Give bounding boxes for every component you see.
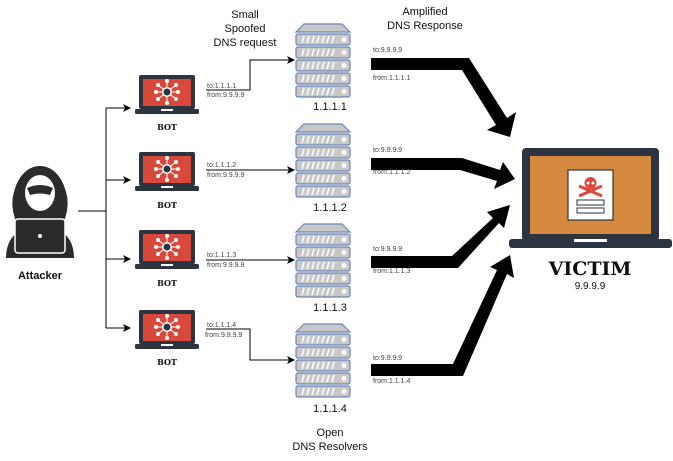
victim-laptop-icon [509, 148, 672, 248]
bot-label: BOT [157, 357, 177, 367]
bot-1 [134, 74, 200, 115]
bot-2 [134, 151, 200, 192]
dns-server-4 [296, 324, 350, 397]
dns-server-2 [296, 124, 350, 197]
request-label-line3: DNS request [214, 37, 277, 49]
request-to: to:1.1.1.4 [207, 322, 236, 329]
request-label-line2: Spoofed [225, 23, 266, 35]
request-label-line1: Small [231, 9, 259, 21]
response-to: to:9.9.9.9 [373, 246, 402, 253]
request-to: to:1.1.1.3 [207, 252, 236, 259]
bot-4 [134, 309, 200, 350]
response-label-line1: Amplified [402, 6, 447, 18]
resolver-ip: 1.1.1.3 [313, 302, 347, 314]
response-from: from:1.1.1.4 [373, 378, 410, 385]
attacker-label: Attacker [18, 270, 63, 282]
bot-label: BOT [157, 200, 177, 210]
attacker-connectors [78, 104, 131, 332]
bot-label: BOT [157, 122, 177, 132]
response-to: to:9.9.9.9 [373, 355, 402, 362]
request-from: from:9.9.9.9 [207, 92, 244, 99]
request-from: from:9.9.9.9 [207, 262, 244, 269]
resolvers-label-line1: Open [317, 427, 344, 439]
request-lines [206, 56, 295, 364]
resolvers-label-line2: DNS Resolvers [292, 441, 368, 453]
response-to: to:9.9.9.9 [373, 147, 402, 154]
request-to: to:1.1.1.2 [207, 162, 236, 169]
resolver-ip: 1.1.1.4 [313, 403, 347, 415]
skull-icon [578, 177, 603, 198]
response-from: from:1.1.1.3 [373, 268, 410, 275]
resolver-ip: 1.1.1.1 [313, 101, 347, 113]
attacker-icon [6, 166, 74, 258]
response-label-line2: DNS Response [387, 20, 463, 32]
request-from: from:9.9.9.9 [205, 332, 242, 339]
request-from: from:9.9.9.9 [207, 172, 244, 179]
victim-ip: 9.9.9.9 [575, 281, 606, 292]
bot-label: BOT [157, 278, 177, 288]
response-to: to:9.9.9.9 [373, 47, 402, 54]
victim-label: VICTIM [548, 258, 632, 280]
response-from: from:1.1.1.2 [373, 169, 410, 176]
bot-3 [134, 229, 200, 270]
response-arrows [371, 58, 516, 376]
dns-server-1 [296, 24, 350, 97]
resolver-ip: 1.1.1.2 [313, 202, 347, 214]
request-to: to:1.1.1.1 [207, 83, 236, 90]
dns-server-3 [296, 224, 350, 297]
response-from: from:1.1.1.1 [373, 75, 410, 82]
